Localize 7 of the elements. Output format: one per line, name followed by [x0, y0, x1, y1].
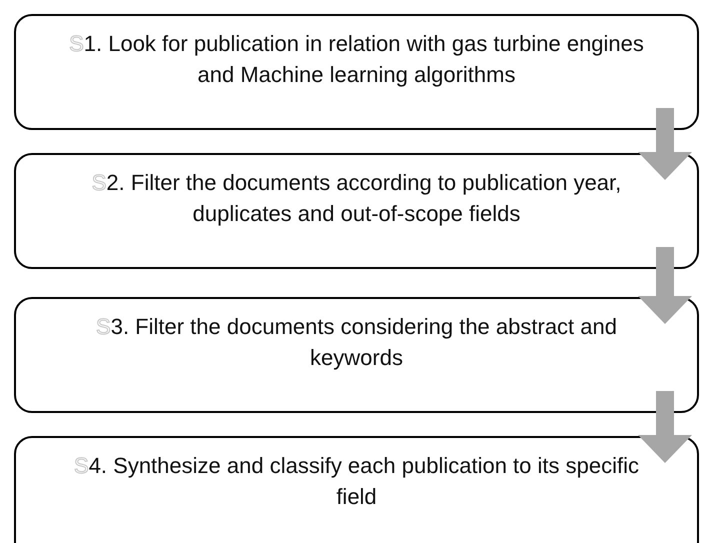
down-arrow [638, 391, 692, 463]
step-box [14, 297, 699, 413]
down-arrow [638, 247, 692, 324]
step-box [14, 436, 699, 543]
step-box [14, 14, 699, 130]
step-box [14, 153, 699, 269]
down-arrow [638, 108, 692, 180]
